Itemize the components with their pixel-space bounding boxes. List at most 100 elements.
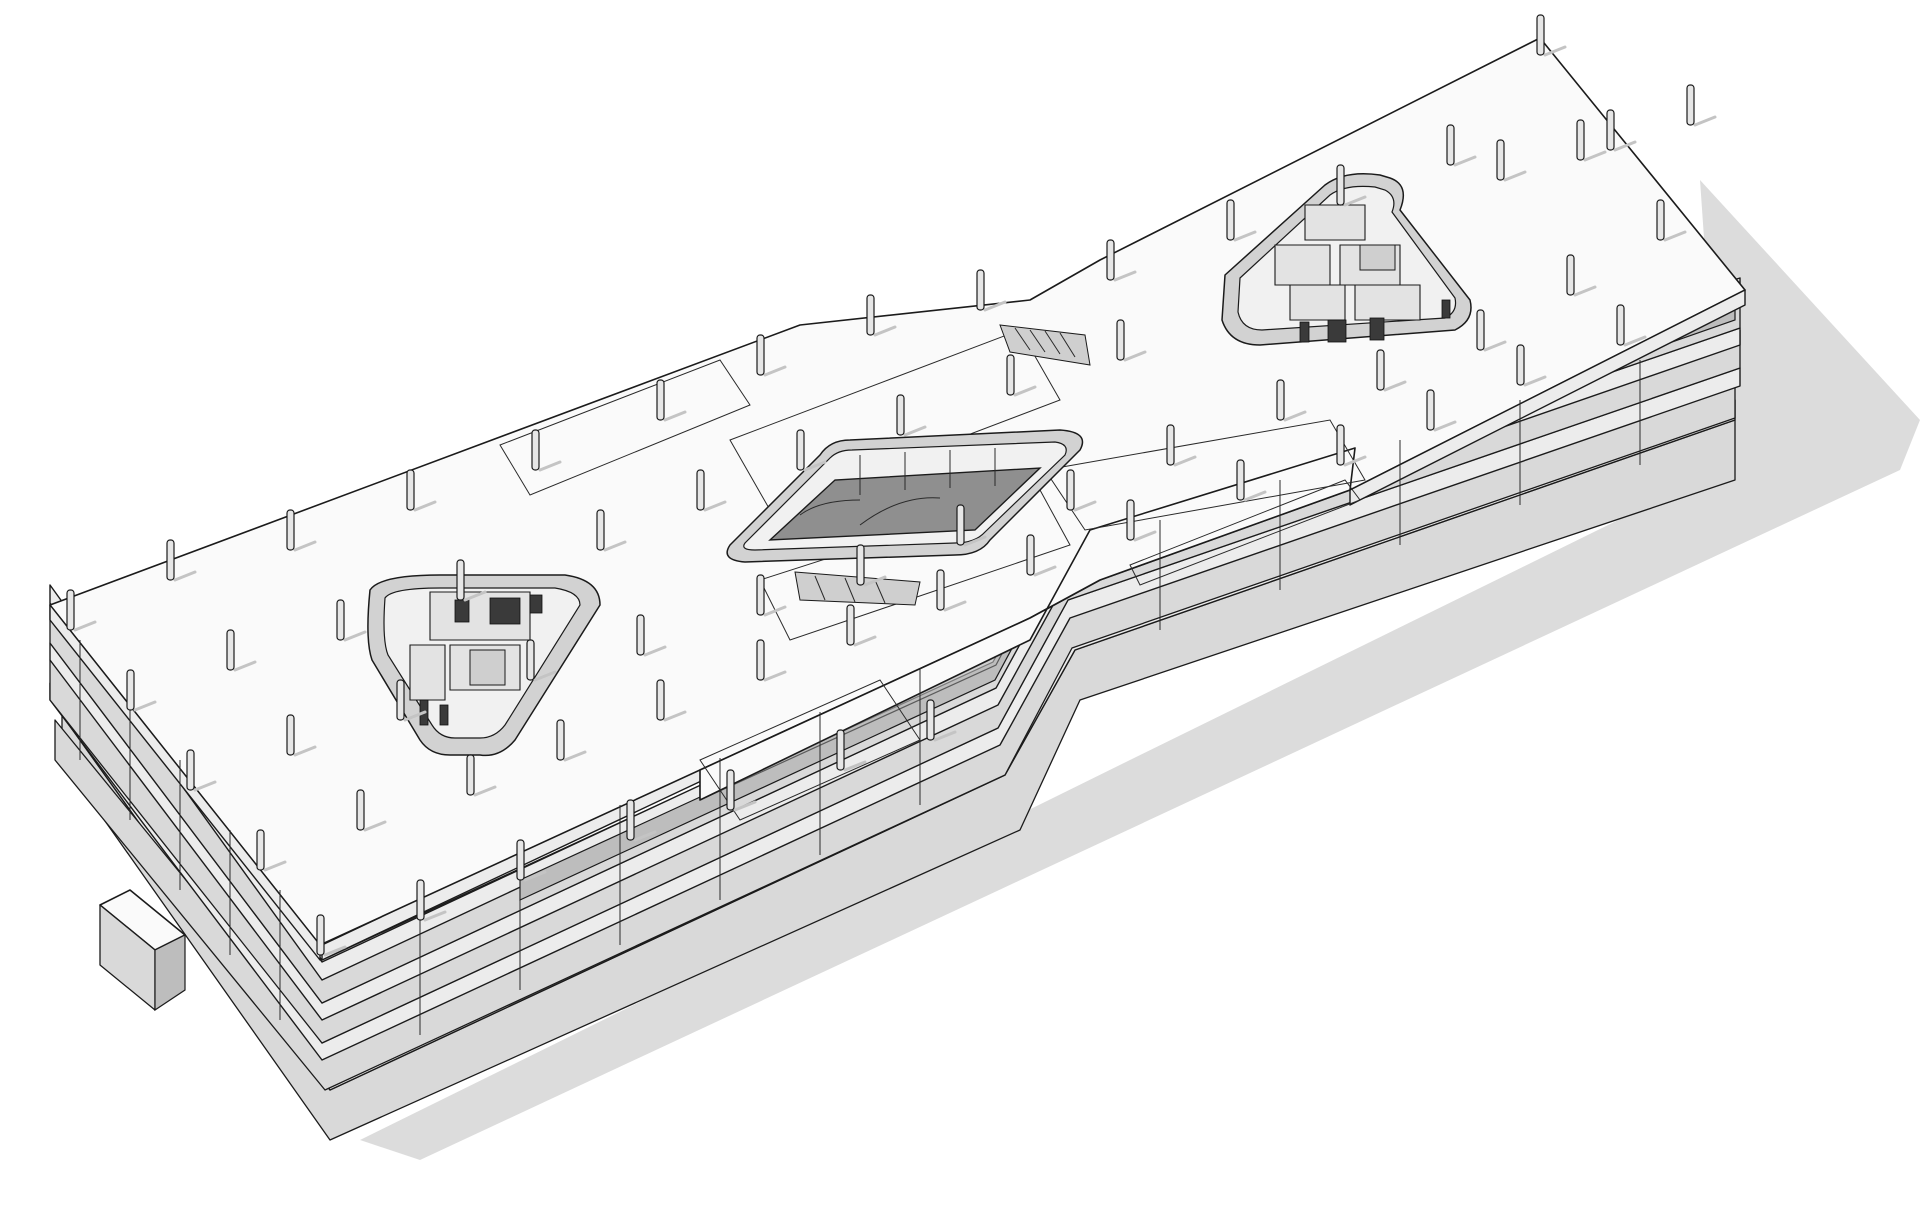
column bbox=[186, 749, 195, 791]
column bbox=[866, 294, 875, 336]
column bbox=[1606, 109, 1615, 151]
column-shadow bbox=[413, 500, 437, 512]
column-shadow bbox=[1123, 350, 1147, 362]
column bbox=[696, 469, 705, 511]
column-shadow bbox=[523, 870, 547, 882]
lower-terrace bbox=[699, 447, 1356, 801]
column bbox=[256, 829, 265, 871]
column-shadow bbox=[1113, 270, 1137, 282]
column-shadow bbox=[763, 605, 787, 617]
column bbox=[756, 574, 765, 616]
column-shadow bbox=[983, 300, 1007, 312]
column-shadow bbox=[873, 325, 897, 337]
column bbox=[1276, 379, 1285, 421]
column bbox=[166, 539, 175, 581]
column-shadow bbox=[1133, 530, 1157, 542]
column-shadow bbox=[703, 500, 727, 512]
facade-mullions bbox=[79, 360, 1641, 1035]
column-shadow bbox=[1013, 385, 1037, 397]
column-shadow bbox=[1663, 230, 1687, 242]
column bbox=[596, 509, 605, 551]
column bbox=[286, 509, 295, 551]
column bbox=[656, 679, 665, 721]
column bbox=[456, 559, 465, 601]
column bbox=[1166, 424, 1175, 466]
column-shadow bbox=[263, 860, 287, 872]
column-shadow bbox=[933, 730, 957, 742]
column-shadow bbox=[233, 660, 257, 672]
column-shadow bbox=[343, 630, 367, 642]
column-shadow bbox=[663, 410, 687, 422]
column bbox=[856, 544, 865, 586]
column-shadow bbox=[323, 945, 347, 957]
column bbox=[1126, 499, 1135, 541]
column-shadow bbox=[1453, 155, 1477, 167]
column-shadow bbox=[1283, 410, 1307, 422]
column-shadow bbox=[538, 460, 562, 472]
column bbox=[1106, 239, 1115, 281]
column bbox=[531, 429, 540, 471]
column bbox=[1026, 534, 1035, 576]
column bbox=[1516, 344, 1525, 386]
column-shadow bbox=[563, 750, 587, 762]
roof-stairs bbox=[794, 324, 1091, 606]
column-shadow bbox=[1073, 500, 1097, 512]
column-shadow bbox=[1173, 455, 1197, 467]
column-shadow bbox=[73, 620, 97, 632]
column-shadow bbox=[1343, 455, 1367, 467]
column bbox=[926, 699, 935, 741]
column-shadow bbox=[1503, 170, 1527, 182]
column-shadow bbox=[363, 820, 387, 832]
column-shadow bbox=[1523, 375, 1547, 387]
column-shadow bbox=[293, 540, 317, 552]
roof-slab-thickness-right bbox=[1349, 289, 1746, 506]
column-shadow bbox=[1613, 140, 1637, 152]
column-shadow bbox=[803, 460, 827, 472]
column-shadow bbox=[403, 710, 427, 722]
column-shadow bbox=[963, 535, 987, 547]
column bbox=[836, 729, 845, 771]
column bbox=[416, 879, 425, 921]
column bbox=[1336, 164, 1345, 206]
column bbox=[286, 714, 295, 756]
column bbox=[526, 639, 535, 681]
column-shadow bbox=[1433, 420, 1457, 432]
column bbox=[66, 589, 75, 631]
entrance-box bbox=[99, 889, 186, 1012]
column bbox=[1226, 199, 1235, 241]
column bbox=[726, 769, 735, 811]
column bbox=[896, 394, 905, 436]
column-shadow bbox=[1383, 380, 1407, 392]
column bbox=[1566, 254, 1575, 296]
column bbox=[636, 614, 645, 656]
roof-columns bbox=[66, 14, 1717, 957]
column bbox=[516, 839, 525, 881]
column bbox=[1686, 84, 1695, 126]
central-atrium bbox=[726, 429, 1084, 563]
column-shadow bbox=[1583, 150, 1607, 162]
right-core bbox=[1221, 173, 1472, 346]
column-shadow bbox=[1543, 45, 1567, 57]
column-shadow bbox=[193, 780, 217, 792]
column-shadow bbox=[763, 365, 787, 377]
column bbox=[976, 269, 985, 311]
column-shadow bbox=[423, 910, 447, 922]
column-shadow bbox=[1693, 115, 1717, 127]
column-shadow bbox=[173, 570, 197, 582]
column-shadow bbox=[603, 540, 627, 552]
column bbox=[936, 569, 945, 611]
column bbox=[126, 669, 135, 711]
column bbox=[796, 429, 805, 471]
column bbox=[1656, 199, 1665, 241]
column bbox=[396, 679, 405, 721]
column-shadow bbox=[863, 575, 887, 587]
column bbox=[626, 799, 635, 841]
column-shadow bbox=[763, 670, 787, 682]
column bbox=[1446, 124, 1455, 166]
column bbox=[336, 599, 345, 641]
column bbox=[1576, 119, 1585, 161]
column bbox=[1336, 424, 1345, 466]
column bbox=[1616, 304, 1625, 346]
